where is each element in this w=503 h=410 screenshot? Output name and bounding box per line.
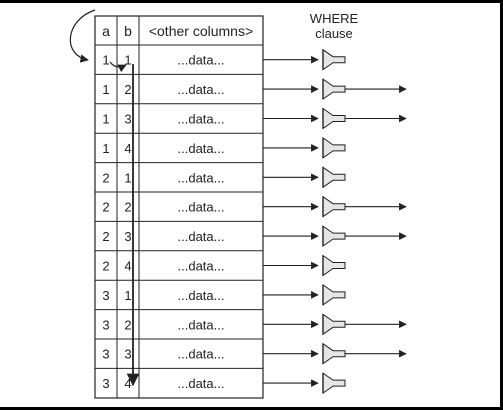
cell-data: ...data... (178, 259, 225, 274)
cell-data: ...data... (178, 200, 225, 215)
cell-b: 1 (124, 288, 131, 303)
cell-data: ...data... (178, 376, 225, 391)
cell-data: ...data... (178, 53, 225, 68)
scan-entry-arrow (69, 9, 96, 63)
cell-a: 1 (102, 53, 109, 68)
cell-b: 1 (124, 170, 131, 185)
scan-turn-arrow (109, 61, 127, 73)
cell-b: 3 (124, 347, 131, 362)
header-col-a: a (102, 23, 110, 39)
cell-a: 2 (102, 229, 109, 244)
cell-data: ...data... (178, 112, 225, 127)
cell-data: ...data... (178, 229, 225, 244)
cell-data: ...data... (178, 82, 225, 97)
cell-b: 2 (124, 317, 131, 332)
filter-funnel-icon (322, 195, 346, 218)
right-border (500, 0, 503, 410)
cell-a: 1 (102, 141, 109, 156)
filter-funnel-icon (322, 313, 346, 336)
filter-funnel-icon (322, 136, 346, 159)
cell-b: 4 (124, 141, 131, 156)
cell-a: 3 (102, 317, 109, 332)
cell-a: 3 (102, 347, 109, 362)
filter-funnel-icon (322, 342, 346, 365)
filter-funnel-icon (322, 107, 346, 130)
cell-data: ...data... (178, 347, 225, 362)
cell-data: ...data... (178, 141, 225, 156)
cell-a: 3 (102, 376, 109, 391)
header-col-b: b (124, 23, 132, 39)
where-clause-label-line1: WHERE (310, 11, 359, 26)
filter-funnel-icon (322, 78, 346, 101)
cell-data: ...data... (178, 317, 225, 332)
filter-funnel-icon (322, 372, 346, 395)
filter-funnel-icon (322, 225, 346, 248)
cell-a: 3 (102, 288, 109, 303)
cell-a: 2 (102, 170, 109, 185)
where-clause-label-line2: clause (315, 26, 353, 41)
cell-a: 2 (102, 259, 109, 274)
filter-funnel-icon (322, 166, 346, 189)
cell-b: 3 (124, 112, 131, 127)
cell-a: 2 (102, 200, 109, 215)
filter-funnel-icon (322, 48, 346, 71)
cell-b: 1 (124, 53, 131, 68)
cell-b: 4 (124, 376, 131, 391)
cell-b: 4 (124, 259, 131, 274)
bottom-border (0, 407, 503, 410)
cell-b: 2 (124, 82, 131, 97)
cell-data: ...data... (178, 170, 225, 185)
cell-data: ...data... (178, 288, 225, 303)
filter-funnel-icon (322, 283, 346, 306)
cell-a: 1 (102, 112, 109, 127)
cell-a: 1 (102, 82, 109, 97)
cell-b: 2 (124, 200, 131, 215)
cell-b: 3 (124, 229, 131, 244)
top-border (0, 0, 503, 3)
filter-funnel-icon (322, 254, 346, 277)
header-col-other: <other columns> (149, 23, 253, 39)
